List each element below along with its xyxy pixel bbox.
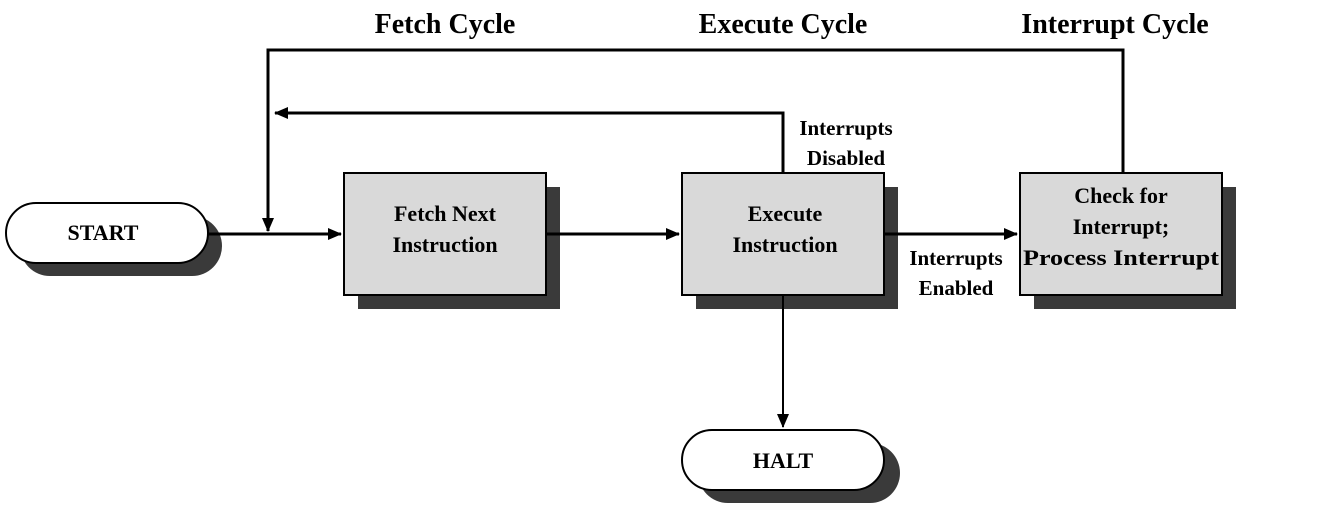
interrupt-box-line-3: Process Interrupt xyxy=(1023,245,1220,270)
halt-label: HALT xyxy=(753,448,814,473)
execute-box: Execute Instruction xyxy=(681,172,898,309)
fetch-box-line-1: Fetch Next xyxy=(394,201,497,226)
interrupt-box-shape xyxy=(1019,172,1223,296)
interrupt-box: Check for Interrupt; Process Interrupt xyxy=(1019,172,1236,309)
execute-box-shape xyxy=(681,172,885,296)
start-terminal: START xyxy=(5,202,222,276)
fetch-box-line-2: Instruction xyxy=(392,232,497,257)
execute-box-line-2: Instruction xyxy=(732,232,837,257)
execute-box-line-1: Execute xyxy=(748,201,823,226)
interrupt-box-line-2: Interrupt; xyxy=(1073,214,1170,239)
label-interrupts-disabled-2: Disabled xyxy=(807,146,886,170)
label-interrupts-disabled-1: Interrupts xyxy=(799,116,892,140)
interrupt-box-line-1: Check for xyxy=(1074,183,1168,208)
arrow-interrupts-disabled-loop xyxy=(274,107,785,173)
label-interrupts-enabled-2: Enabled xyxy=(919,276,994,300)
heading-interrupt-cycle: Interrupt Cycle xyxy=(1021,9,1208,40)
start-label: START xyxy=(68,220,139,245)
label-interrupts-enabled-1: Interrupts xyxy=(909,246,1002,270)
halt-terminal: HALT xyxy=(681,429,900,503)
fetch-box: Fetch Next Instruction xyxy=(343,172,560,309)
arrow-interrupt-loop xyxy=(262,48,1125,232)
heading-execute-cycle: Execute Cycle xyxy=(699,9,868,40)
heading-fetch-cycle: Fetch Cycle xyxy=(375,9,516,40)
halt-shape xyxy=(681,429,885,491)
